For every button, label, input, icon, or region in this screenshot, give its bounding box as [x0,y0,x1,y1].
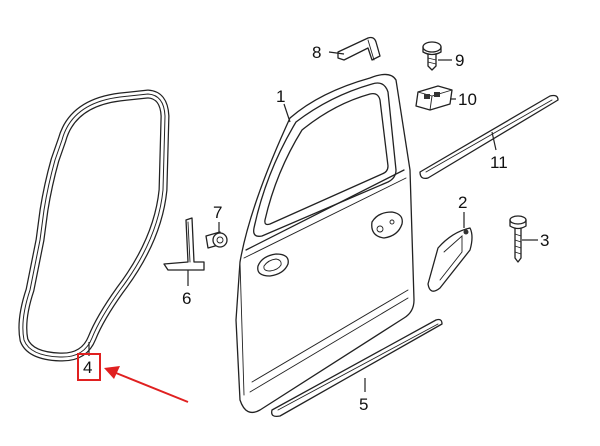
part-5-lower-molding [271,318,443,418]
callout-6: 6 [182,289,191,308]
callout-10: 10 [458,90,477,109]
callout-5: 5 [359,395,368,414]
red-arrow-head [104,366,120,379]
highlight-part-4 [77,353,189,403]
part-8-hook-bracket [337,36,381,61]
part-9-push-clip [422,41,442,71]
part-11-belt-molding [419,94,559,180]
callout-2: 2 [458,193,467,212]
callout-7: 7 [213,203,222,222]
callout-8: 8 [312,43,321,62]
callout-11: 11 [490,153,508,172]
callout-9: 9 [455,51,464,70]
part-2-trim-piece [427,227,473,292]
part-3-screw [509,215,527,263]
part-7-clip [205,231,228,249]
callout-4: 4 [83,358,92,377]
highlight-box [77,353,101,381]
part-6-bracket [163,217,205,271]
part-10-switch-housing [415,85,453,111]
red-arrow-line [115,372,189,403]
part-4-door-seal [18,89,170,362]
part-1-door-shell [235,73,415,414]
callout-3: 3 [540,231,549,250]
callout-1: 1 [276,87,285,106]
